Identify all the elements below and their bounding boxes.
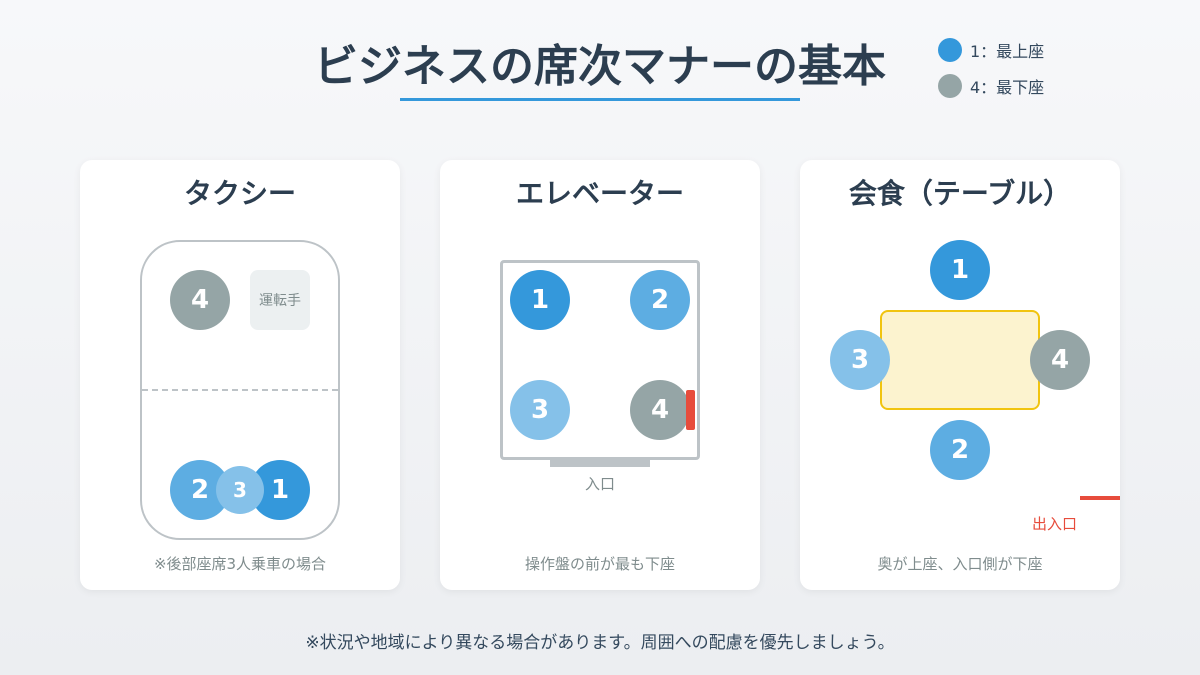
seat-4: 4 (170, 270, 230, 330)
page-title: ビジネスの席次マナーの基本 (314, 41, 886, 92)
legend-item-bottom: 4：最下座 (938, 74, 1044, 98)
seat-1: 1 (510, 270, 570, 330)
seat-4: 4 (630, 380, 690, 440)
taxi-card: タクシー 4 運転手 2 1 3 ※後部座席3人乗車の場合 (80, 160, 400, 590)
elevator-title: エレベーター (515, 177, 684, 210)
entrance-bar (550, 459, 650, 467)
elevator-box (500, 260, 700, 460)
legend-dot-icon (938, 38, 962, 62)
title-underline (400, 98, 800, 101)
seat-4: 4 (1030, 330, 1090, 390)
control-panel (686, 390, 695, 430)
seat-2: 2 (630, 270, 690, 330)
legend-label: 4：最下座 (970, 78, 1045, 97)
seat-3: 3 (510, 380, 570, 440)
seat-3: 3 (830, 330, 890, 390)
exit-marker (1080, 496, 1120, 500)
dining-card: 会食（テーブル） 1 3 4 2 出入口 奥が上座、入口側が下座 (800, 160, 1120, 590)
legend-dot-icon (938, 74, 962, 98)
legend-item-top: 1：最上座 (938, 38, 1044, 62)
footer-note: ※状況や地域により異なる場合があります。周囲への配慮を優先しましょう。 (305, 633, 895, 653)
driver-seat: 運転手 (250, 270, 310, 330)
elevator-card: エレベーター 1 2 3 4 入口 操作盤の前が最も下座 (440, 160, 760, 590)
car-outline (140, 240, 340, 540)
seat-3: 3 (216, 466, 264, 514)
row-divider (142, 389, 338, 391)
elevator-caption: 操作盤の前が最も下座 (524, 555, 675, 573)
seat-1: 1 (930, 240, 990, 300)
legend-label: 1：最上座 (970, 42, 1045, 61)
table (880, 310, 1040, 410)
dining-title: 会食（テーブル） (848, 177, 1072, 210)
exit-label: 出入口 (1032, 515, 1078, 533)
taxi-title: タクシー (183, 177, 296, 210)
seat-2: 2 (930, 420, 990, 480)
entrance-label: 入口 (584, 475, 615, 493)
taxi-caption: ※後部座席3人乗車の場合 (153, 555, 327, 573)
dining-caption: 奥が上座、入口側が下座 (877, 555, 1043, 573)
